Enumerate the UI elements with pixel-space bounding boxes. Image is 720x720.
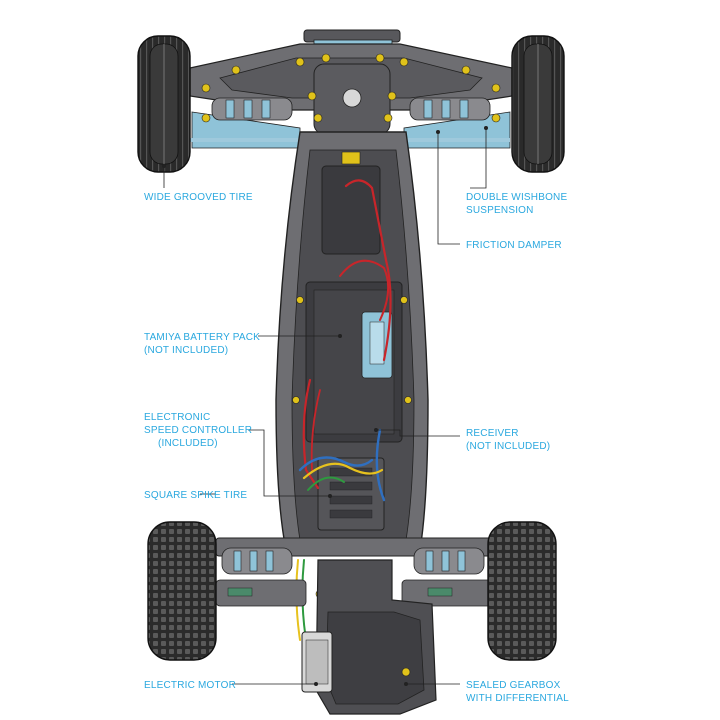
label-double-wishbone-line2: SUSPENSION	[466, 205, 534, 216]
label-esc-line2: SPEED CONTROLLER	[144, 425, 252, 436]
sealed-gearbox	[315, 559, 437, 715]
front-left-tire	[137, 35, 191, 173]
label-double-wishbone-line1: DOUBLE WISHBONE	[466, 192, 567, 203]
label-esc-line1: ELECTRONIC	[144, 412, 210, 423]
front-right-damper	[409, 97, 491, 121]
callout-labels: WIDE GROOVED TIRE DOUBLE WISHBONE SUSPEN…	[144, 192, 569, 704]
front-right-tire	[511, 35, 565, 173]
rear-left-tire	[147, 521, 217, 661]
electric-motor	[301, 631, 333, 693]
label-gearbox-line2: WITH DIFFERENTIAL	[466, 693, 569, 704]
label-wide-grooved-tire: WIDE GROOVED TIRE	[144, 192, 253, 203]
label-receiver-line1: RECEIVER	[466, 428, 519, 439]
label-electric-motor: ELECTRIC MOTOR	[144, 680, 236, 691]
label-gearbox-line1: SEALED GEARBOX	[466, 680, 561, 691]
front-suspension	[189, 29, 513, 149]
wiring	[295, 179, 392, 641]
chassis-tub	[275, 131, 429, 551]
label-square-spike-tire: SQUARE SPIKE TIRE	[144, 490, 247, 501]
front-left-damper	[211, 97, 293, 121]
label-battery-line1: TAMIYA BATTERY PACK	[144, 332, 260, 343]
label-esc-line3: (INCLUDED)	[158, 438, 218, 449]
label-receiver-line2: (NOT INCLUDED)	[466, 441, 550, 452]
leader-lines	[162, 126, 488, 686]
label-friction-damper: FRICTION DAMPER	[466, 240, 562, 251]
rear-right-tire	[487, 521, 557, 661]
label-battery-line2: (NOT INCLUDED)	[144, 345, 228, 356]
